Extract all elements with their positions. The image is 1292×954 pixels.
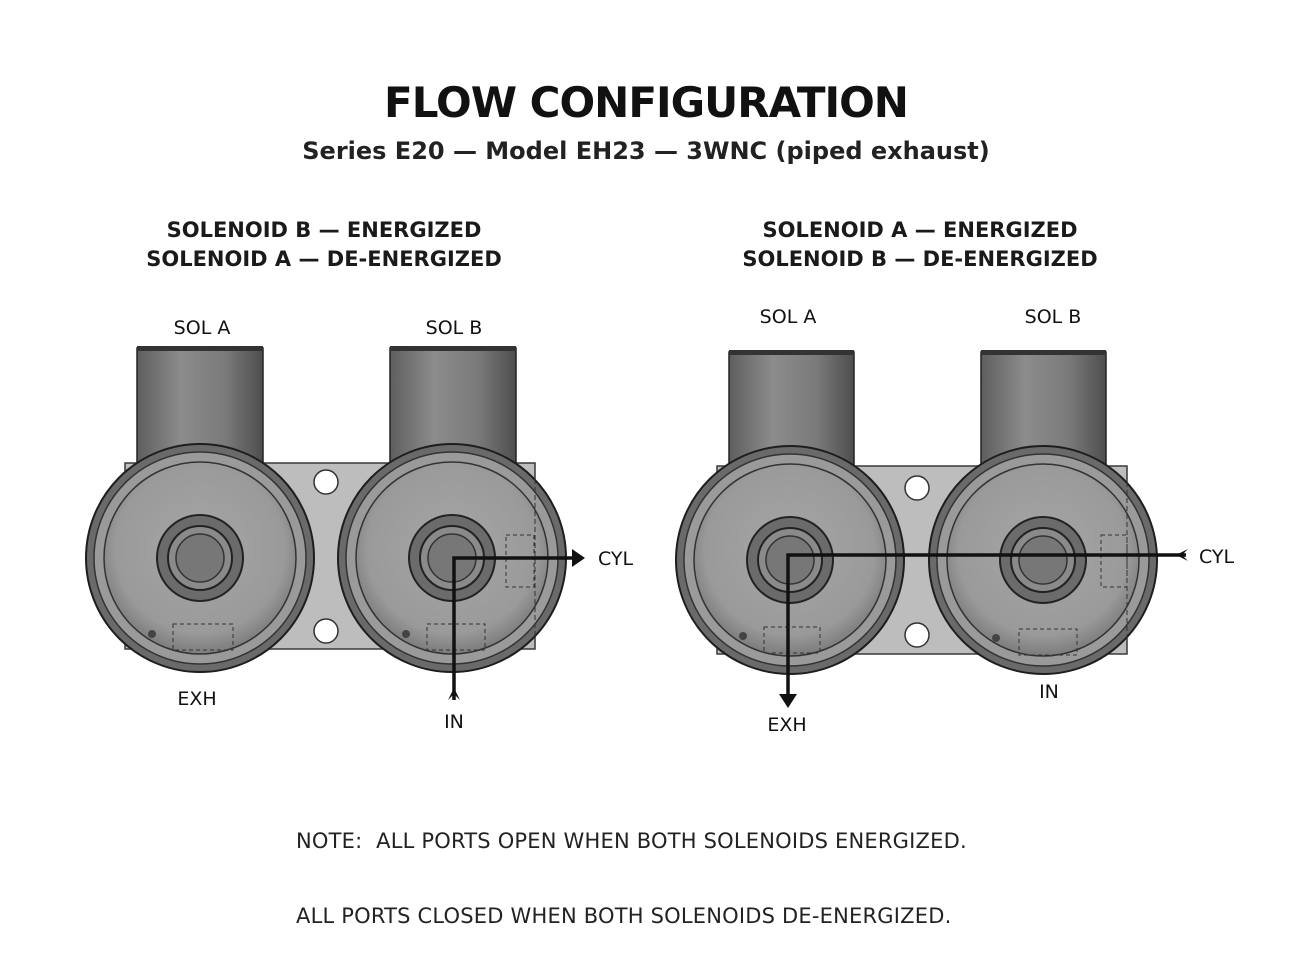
page-title: FLOW CONFIGURATION [384, 78, 909, 127]
left-heading-line2: SOLENOID A — DE-ENERGIZED [146, 247, 502, 271]
right-mounting-hole-bottom [904, 622, 930, 648]
right-heading-line2: SOLENOID B — DE-ENERGIZED [742, 247, 1098, 271]
right-heading-line1: SOLENOID A — ENERGIZED [762, 218, 1078, 242]
right-valve: SOL A SOL B EXH IN CYL [675, 306, 1235, 736]
right-sol-b-label: SOL B [1025, 306, 1082, 328]
right-in-label: IN [1039, 681, 1059, 703]
right-exh-label: EXH [767, 714, 806, 736]
left-panel-heading: SOLENOID B — ENERGIZED SOLENOID A — DE-E… [124, 216, 524, 274]
page-subtitle: Series E20 — Model EH23 — 3WNC (piped ex… [302, 137, 990, 165]
left-valve: SOL A SOL B EXH IN CYL [85, 317, 634, 733]
right-mounting-hole-top [904, 475, 930, 501]
right-sol-a-label: SOL A [760, 306, 817, 328]
right-exh-arrowhead [779, 694, 797, 708]
left-cyl-arrowhead [572, 549, 585, 567]
note-line1: NOTE: ALL PORTS OPEN WHEN BOTH SOLENOIDS… [296, 829, 967, 853]
left-exh-label: EXH [177, 688, 216, 710]
right-sol-b-cap [981, 350, 1106, 355]
left-in-label: IN [444, 711, 464, 733]
left-sol-a-label: SOL A [174, 317, 231, 339]
left-cyl-label: CYL [598, 548, 634, 570]
left-heading-line1: SOLENOID B — ENERGIZED [166, 218, 482, 242]
right-panel-heading: SOLENOID A — ENERGIZED SOLENOID B — DE-E… [720, 216, 1120, 274]
note-line2: ALL PORTS CLOSED WHEN BOTH SOLENOIDS DE-… [296, 904, 952, 928]
left-mounting-hole-top [313, 469, 339, 495]
right-cyl-arrow-tail [1176, 549, 1188, 561]
left-in-arrow-tail [448, 688, 460, 700]
right-cyl-label: CYL [1199, 546, 1235, 568]
right-flow-path [779, 549, 1188, 708]
left-sol-b-label: SOL B [426, 317, 483, 339]
footer-note: NOTE: ALL PORTS OPEN WHEN BOTH SOLENOIDS… [296, 779, 967, 954]
left-coil-b [337, 443, 567, 673]
left-sol-b-cap [390, 346, 516, 351]
left-sol-a-cap [137, 346, 263, 351]
valve-diagram: SOL A SOL B EXH IN CYL [85, 306, 1235, 736]
left-mounting-hole-bottom [313, 618, 339, 644]
left-coil-a [85, 443, 315, 673]
left-flow-path [448, 549, 585, 700]
right-sol-a-cap [729, 350, 854, 355]
right-coil-a [675, 445, 905, 675]
right-coil-b [928, 445, 1158, 675]
